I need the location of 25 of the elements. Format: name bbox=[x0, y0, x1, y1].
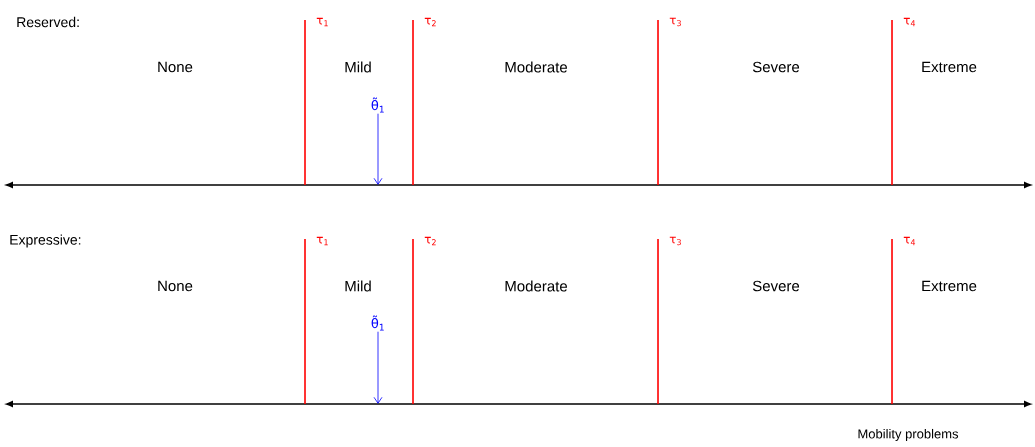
panel-title: Expressive: bbox=[10, 234, 81, 248]
category-label: Moderate bbox=[505, 280, 567, 292]
theta-label: θ̃$_{1}$ bbox=[371, 315, 384, 331]
category-label: None bbox=[158, 61, 193, 73]
category-label: Mild bbox=[345, 61, 371, 73]
category-label: Severe bbox=[752, 61, 800, 73]
category-label: Severe bbox=[752, 280, 800, 292]
arrow bbox=[373, 113, 383, 185]
threshold-label: τ$_{2}$ bbox=[424, 17, 436, 27]
category-label: None bbox=[158, 280, 193, 292]
category-label: Moderate bbox=[505, 61, 567, 73]
threshold-label: τ$_{3}$ bbox=[669, 17, 681, 27]
arrow bbox=[373, 331, 383, 404]
threshold-label: τ$_{4}$ bbox=[903, 236, 916, 246]
panel-title: Reserved: bbox=[17, 16, 79, 28]
category-label: Extreme bbox=[922, 280, 977, 292]
threshold-label: τ$_{3}$ bbox=[669, 236, 681, 246]
threshold-label: τ$_{4}$ bbox=[903, 17, 916, 27]
threshold-label: τ$_{1}$ bbox=[316, 17, 328, 27]
theta-label: θ̃$_{1}$ bbox=[371, 97, 384, 113]
threshold-label: τ$_{2}$ bbox=[424, 236, 436, 246]
axis-title: Mobility problems bbox=[858, 428, 959, 442]
category-label: Mild bbox=[345, 280, 371, 292]
threshold-label: τ$_{1}$ bbox=[316, 236, 328, 246]
category-label: Extreme bbox=[922, 61, 977, 73]
